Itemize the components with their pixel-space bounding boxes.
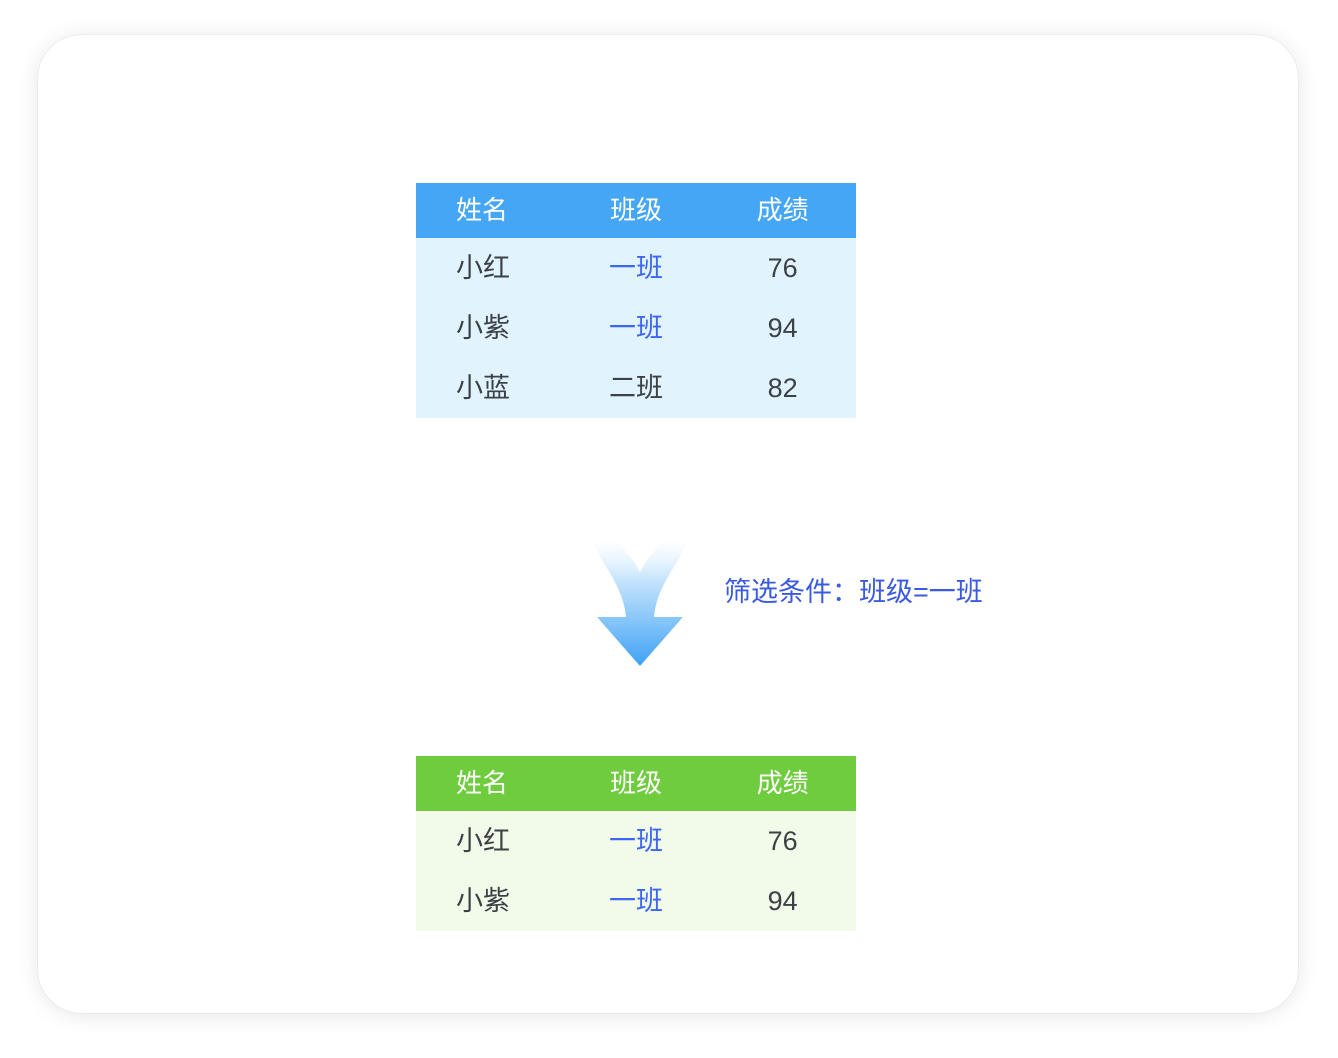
- table-row: 小红 一班 76: [416, 811, 856, 871]
- cell-class: 一班: [608, 886, 663, 916]
- cell-name: 小红: [456, 826, 510, 856]
- cell-score: 76: [767, 826, 798, 856]
- result-table: 姓名 班级 成绩 小红 一班 76 小紫 一班 94: [416, 756, 856, 931]
- cell-score: 94: [767, 313, 798, 343]
- source-table: 姓名 班级 成绩 小红 一班 76 小紫 一班 94 小蓝 二班 82: [416, 183, 856, 418]
- cell-class: 一班: [608, 826, 663, 856]
- card: 姓名 班级 成绩 小红 一班 76 小紫 一班 94 小蓝 二班 82: [38, 35, 1298, 1013]
- cell-class: 一班: [608, 313, 663, 343]
- cell-score: 82: [767, 373, 798, 403]
- cell-name: 小红: [456, 253, 510, 283]
- source-table-header: 姓名 班级 成绩: [416, 183, 856, 238]
- cell-name: 小紫: [456, 886, 510, 916]
- table-row: 小蓝 二班 82: [416, 358, 856, 418]
- column-header-class: 班级: [609, 768, 662, 798]
- cell-name: 小蓝: [456, 373, 510, 403]
- filter-condition-label: 筛选条件：班级=一班: [724, 577, 983, 607]
- cell-class: 一班: [608, 253, 663, 283]
- table-row: 小紫 一班 94: [416, 871, 856, 931]
- cell-score: 94: [767, 886, 798, 916]
- cell-name: 小紫: [456, 313, 510, 343]
- column-header-score: 成绩: [756, 768, 809, 798]
- cell-score: 76: [767, 253, 798, 283]
- column-header-class: 班级: [609, 195, 662, 225]
- result-table-header: 姓名 班级 成绩: [416, 756, 856, 811]
- column-header-name: 姓名: [456, 768, 509, 798]
- cell-class: 二班: [608, 373, 663, 403]
- column-header-name: 姓名: [456, 195, 509, 225]
- table-row: 小紫 一班 94: [416, 298, 856, 358]
- column-header-score: 成绩: [756, 195, 809, 225]
- table-row: 小红 一班 76: [416, 238, 856, 298]
- down-arrow-icon: [590, 538, 690, 670]
